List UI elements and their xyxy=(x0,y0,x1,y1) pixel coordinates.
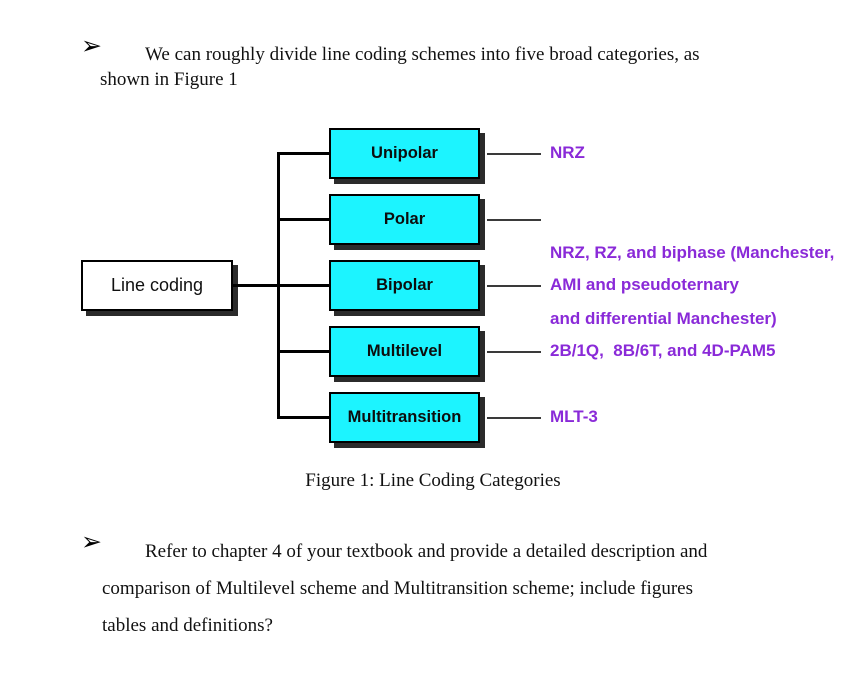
scheme-label-line: NRZ, RZ, and biphase (Manchester, xyxy=(550,243,835,262)
category-label: Polar xyxy=(383,210,426,228)
branch-line-multilevel xyxy=(277,350,331,353)
category-box-bipolar: Bipolar xyxy=(329,260,480,311)
bullet-2-line-3: tables and definitions? xyxy=(102,615,273,636)
branch-line-multitransition xyxy=(277,416,331,419)
bullet-2-line-2: comparison of Multilevel scheme and Mult… xyxy=(102,578,693,599)
category-box-unipolar: Unipolar xyxy=(329,128,480,179)
category-label: Bipolar xyxy=(376,276,433,294)
branch-line-bipolar xyxy=(232,284,331,287)
root-box-line-coding: Line coding xyxy=(81,260,233,311)
scheme-connector-polar xyxy=(487,219,541,221)
bullet-arrow-icon: ➢ xyxy=(81,527,102,556)
branch-line-polar xyxy=(277,218,331,221)
category-label: Multitransition xyxy=(347,408,462,426)
category-box-polar: Polar xyxy=(329,194,480,245)
scheme-connector-bipolar xyxy=(487,285,541,287)
scheme-connector-multitransition xyxy=(487,417,541,419)
scheme-connector-unipolar xyxy=(487,153,541,155)
bullet-arrow-icon: ➢ xyxy=(81,31,102,60)
category-label: Multilevel xyxy=(366,342,443,360)
bullet-1-line-1: We can roughly divide line coding scheme… xyxy=(145,44,700,65)
category-box-multilevel: Multilevel xyxy=(329,326,480,377)
root-box-label: Line coding xyxy=(110,275,204,295)
scheme-label-multitransition: MLT-3 xyxy=(550,407,598,426)
category-box-multitransition: Multitransition xyxy=(329,392,480,443)
scheme-connector-multilevel xyxy=(487,351,541,353)
scheme-label-line: and differential Manchester) xyxy=(550,309,777,328)
scheme-label-bipolar: AMI and pseudoternary xyxy=(550,275,739,294)
scheme-label-polar: NRZ, RZ, and biphase (Manchester, and di… xyxy=(550,198,834,374)
category-label: Unipolar xyxy=(371,144,438,162)
figure-caption: Figure 1: Line Coding Categories xyxy=(305,470,561,491)
branch-line-unipolar xyxy=(277,152,331,155)
scheme-label-unipolar: NRZ xyxy=(550,143,585,162)
bullet-2-line-1: Refer to chapter 4 of your textbook and … xyxy=(145,541,708,562)
bullet-1-line-2: shown in Figure 1 xyxy=(100,69,238,90)
scheme-label-multilevel: 2B/1Q, 8B/6T, and 4D-PAM5 xyxy=(550,341,776,360)
